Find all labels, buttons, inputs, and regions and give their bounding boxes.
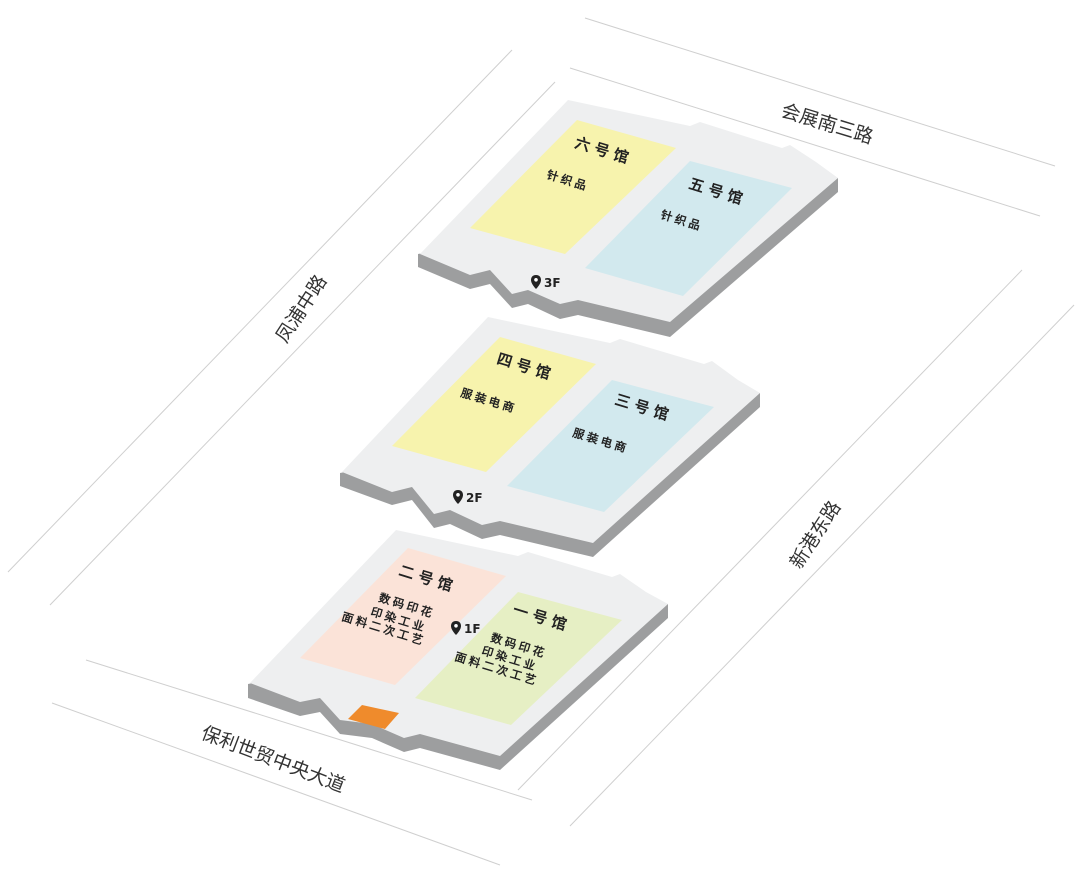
road-line-south-outer <box>51 702 501 866</box>
road-line-west-inner <box>49 81 556 606</box>
floor-3f: 六号馆 针织品 五号馆 针织品 3F <box>418 100 838 337</box>
road-label-west: 凤浦中路 <box>272 271 332 347</box>
road-line-east-inner <box>517 269 1023 791</box>
hall-area-2[interactable] <box>300 548 506 685</box>
road-label-north: 会展南三路 <box>779 100 876 149</box>
hall-area-4[interactable] <box>392 337 596 472</box>
slab-top-1f <box>250 530 668 756</box>
hall-area-3[interactable] <box>507 380 714 512</box>
floor-label-3f: 3F <box>544 276 561 290</box>
road-line-east-outer <box>569 304 1075 827</box>
floor-label-2f: 2F <box>466 491 483 505</box>
road-line-north-inner <box>569 67 1041 217</box>
hall-area-6[interactable] <box>470 120 676 254</box>
road-lines <box>7 17 1075 866</box>
road-line-south-inner <box>85 659 533 801</box>
floor-2f: 四号馆 服装电商 三号馆 服装电商 2F <box>340 317 760 557</box>
map-pin-icon[interactable] <box>451 621 461 635</box>
road-line-north-outer <box>584 17 1056 167</box>
floor-label-1f: 1F <box>464 622 481 636</box>
floor-1f: 二号馆 数码印花 印染工业 面料二次工艺 一号馆 数码印花 印染工业 面料二次工… <box>248 530 668 770</box>
road-line-west-outer <box>7 49 513 573</box>
hall-area-1[interactable] <box>415 592 622 725</box>
road-label-east: 新港东路 <box>786 497 846 573</box>
road-label-south: 保利世贸中央大道 <box>198 722 348 797</box>
slab-top-3f <box>420 100 838 322</box>
map-pin-icon[interactable] <box>531 275 541 289</box>
hall-area-5[interactable] <box>585 161 792 296</box>
map-pin-icon[interactable] <box>453 490 463 504</box>
entrance-marker[interactable] <box>348 705 399 729</box>
slab-top-2f <box>342 317 760 543</box>
